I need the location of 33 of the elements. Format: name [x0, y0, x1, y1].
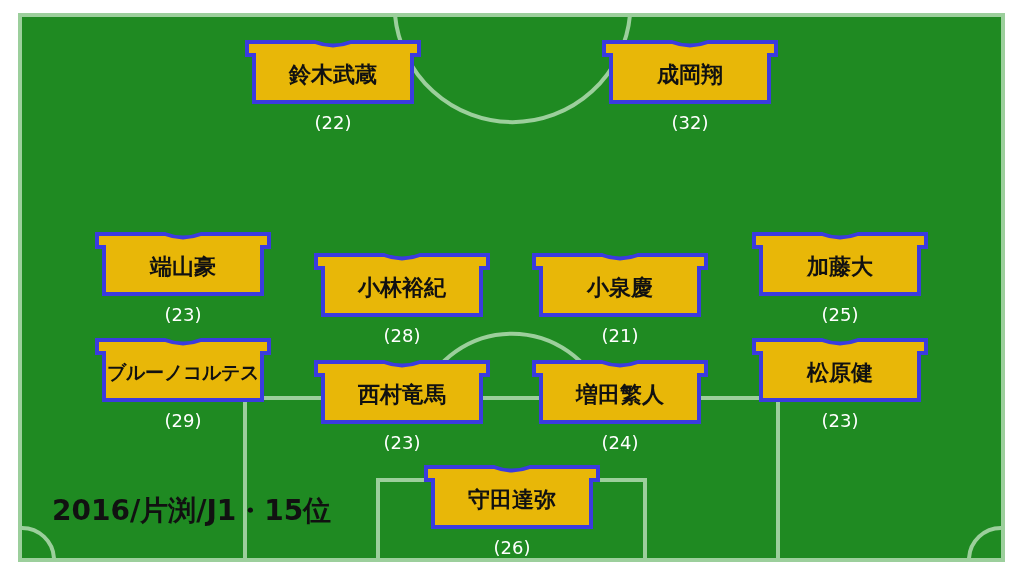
player-age: (26)	[493, 537, 531, 558]
player-name: ブルーノコルテス	[107, 360, 259, 385]
player-age: (23)	[383, 432, 421, 453]
player-name: 鈴木武蔵	[289, 61, 377, 89]
player-age: (23)	[821, 410, 859, 431]
player-age: (24)	[601, 432, 639, 453]
shirt-box	[95, 232, 271, 296]
player-age: (22)	[314, 112, 352, 133]
player-age: (29)	[164, 410, 202, 431]
player-age: (21)	[601, 325, 639, 346]
shirt-box	[245, 40, 421, 104]
player-name: 増田繁人	[576, 381, 664, 409]
shirt-box	[314, 253, 490, 317]
shirt-box	[752, 232, 928, 296]
shirt-box	[532, 360, 708, 424]
player-age: (32)	[671, 112, 709, 133]
shirt-box	[602, 40, 778, 104]
player-name: 小林裕紀	[358, 274, 446, 302]
player-name: 西村竜馬	[358, 381, 446, 409]
player-age: (25)	[821, 304, 859, 325]
player-name: 松原健	[807, 359, 873, 387]
player-name: 成岡翔	[657, 61, 723, 89]
player-name: 守田達弥	[468, 486, 556, 514]
shirt-box	[532, 253, 708, 317]
player-name: 小泉慶	[587, 274, 653, 302]
shirt-box	[424, 465, 600, 529]
shirt-box	[314, 360, 490, 424]
player-age: (28)	[383, 325, 421, 346]
shirt-box	[752, 338, 928, 402]
player-age: (23)	[164, 304, 202, 325]
player-name: 端山豪	[150, 253, 216, 281]
shirt-box	[95, 338, 271, 402]
player-name: 加藤大	[807, 253, 873, 281]
